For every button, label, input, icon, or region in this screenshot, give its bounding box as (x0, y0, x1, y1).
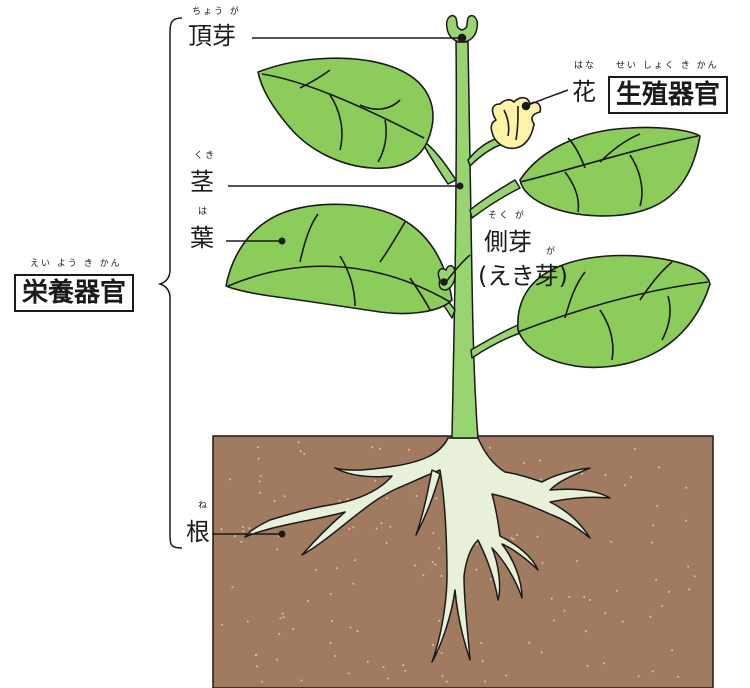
reproductive-organ-ruby: せい しょく き かん (616, 62, 719, 71)
axillary-bud-label: (えき芽) (478, 264, 568, 288)
vegetative-brace (160, 18, 182, 548)
stem-ruby: くき (194, 152, 216, 161)
lateral-bud (438, 266, 455, 290)
leaf-ruby: は (198, 208, 209, 217)
reproductive-organ-box: 生殖器官 (608, 76, 728, 114)
flower (491, 98, 540, 149)
vegetative-organ-ruby: えい よう き かん (30, 260, 122, 269)
flower-ruby: はな (574, 62, 596, 71)
apical-bud-label: 頂芽 (188, 24, 236, 48)
lateral-bud-label: 側芽 (484, 230, 532, 254)
axillary-bud-ruby: が (546, 248, 557, 257)
lateral-bud-ruby: そく が (488, 212, 526, 221)
apical-bud-ruby: ちょう が (192, 8, 241, 17)
vegetative-organ-box: 栄養器官 (14, 274, 134, 312)
leaf-label: 葉 (190, 226, 214, 250)
stem-label: 茎 (190, 170, 214, 194)
root-ruby: ね (198, 502, 209, 511)
flower-label: 花 (572, 80, 596, 104)
root-label: 根 (186, 520, 210, 544)
